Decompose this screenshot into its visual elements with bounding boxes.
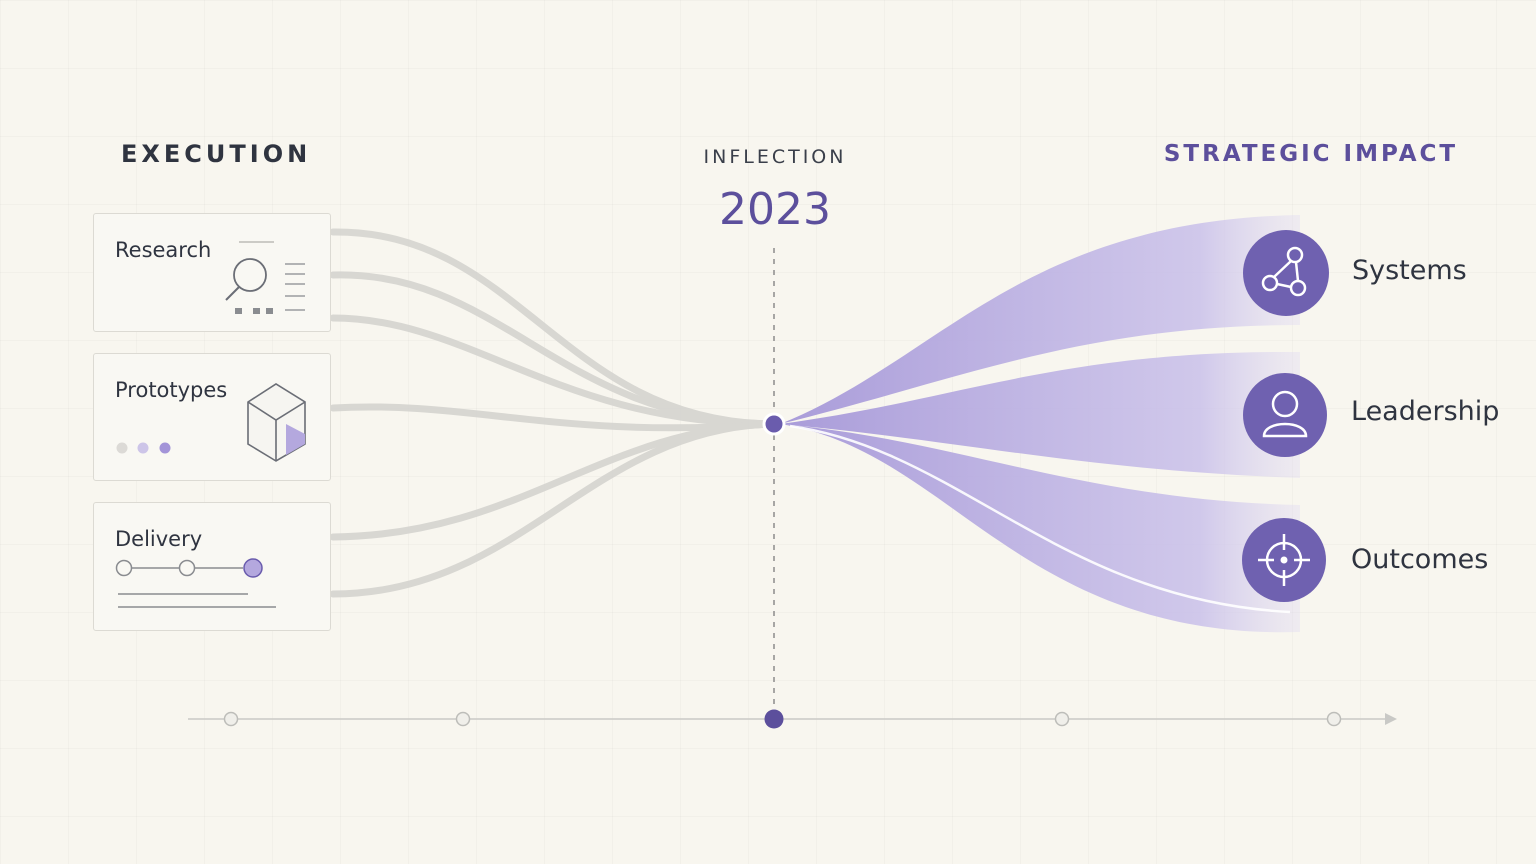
flow-line-research-2	[329, 271, 774, 428]
flow-line-delivery-2	[329, 420, 774, 598]
network-nodes-icon	[1261, 246, 1307, 297]
fan-leadership	[780, 351, 1300, 478]
outcomes-badge	[1242, 518, 1326, 602]
execution-heading: EXECUTION	[121, 140, 312, 168]
target-crosshair-icon	[1258, 534, 1310, 586]
cube-icon	[116, 383, 306, 462]
impact-leadership-label: Leadership	[1351, 396, 1500, 427]
card-research-label: Research	[115, 238, 212, 262]
timeline-arrow-icon	[1385, 713, 1397, 725]
impact-flow-fans	[780, 215, 1300, 633]
milestone-track-icon	[115, 558, 276, 608]
person-icon	[1262, 390, 1308, 438]
fan-systems	[780, 215, 1300, 424]
strategic-impact-heading: STRATEGIC IMPACT	[1163, 141, 1459, 167]
card-prototypes-label: Prototypes	[115, 378, 228, 402]
inflection-year: 2023	[719, 184, 831, 235]
card-research: Research	[93, 213, 331, 332]
inflection-node	[762, 412, 786, 436]
impact-icons	[1242, 230, 1329, 602]
flow-line-research-3	[329, 314, 774, 428]
card-delivery: Delivery	[93, 502, 331, 631]
impact-outcomes-label: Outcomes	[1351, 544, 1489, 575]
timeline	[188, 709, 1397, 729]
execution-flow-lines	[329, 228, 774, 598]
timeline-marker	[1326, 711, 1342, 727]
timeline-marker	[223, 711, 239, 727]
card-delivery-label: Delivery	[115, 527, 203, 551]
timeline-marker-active	[764, 709, 784, 729]
impact-systems-label: Systems	[1352, 255, 1467, 286]
systems-badge	[1243, 230, 1329, 316]
magnifier-document-icon	[225, 241, 305, 314]
leadership-badge	[1243, 373, 1327, 457]
card-prototypes: Prototypes	[93, 353, 331, 481]
timeline-marker	[1054, 711, 1070, 727]
timeline-marker	[455, 711, 471, 727]
fan-outcomes-highlight	[789, 424, 1291, 614]
flow-line-delivery-1	[329, 420, 774, 541]
flow-line-prototypes	[329, 403, 774, 432]
inflection-heading: INFLECTION	[703, 146, 847, 168]
fan-outcomes	[780, 424, 1300, 633]
